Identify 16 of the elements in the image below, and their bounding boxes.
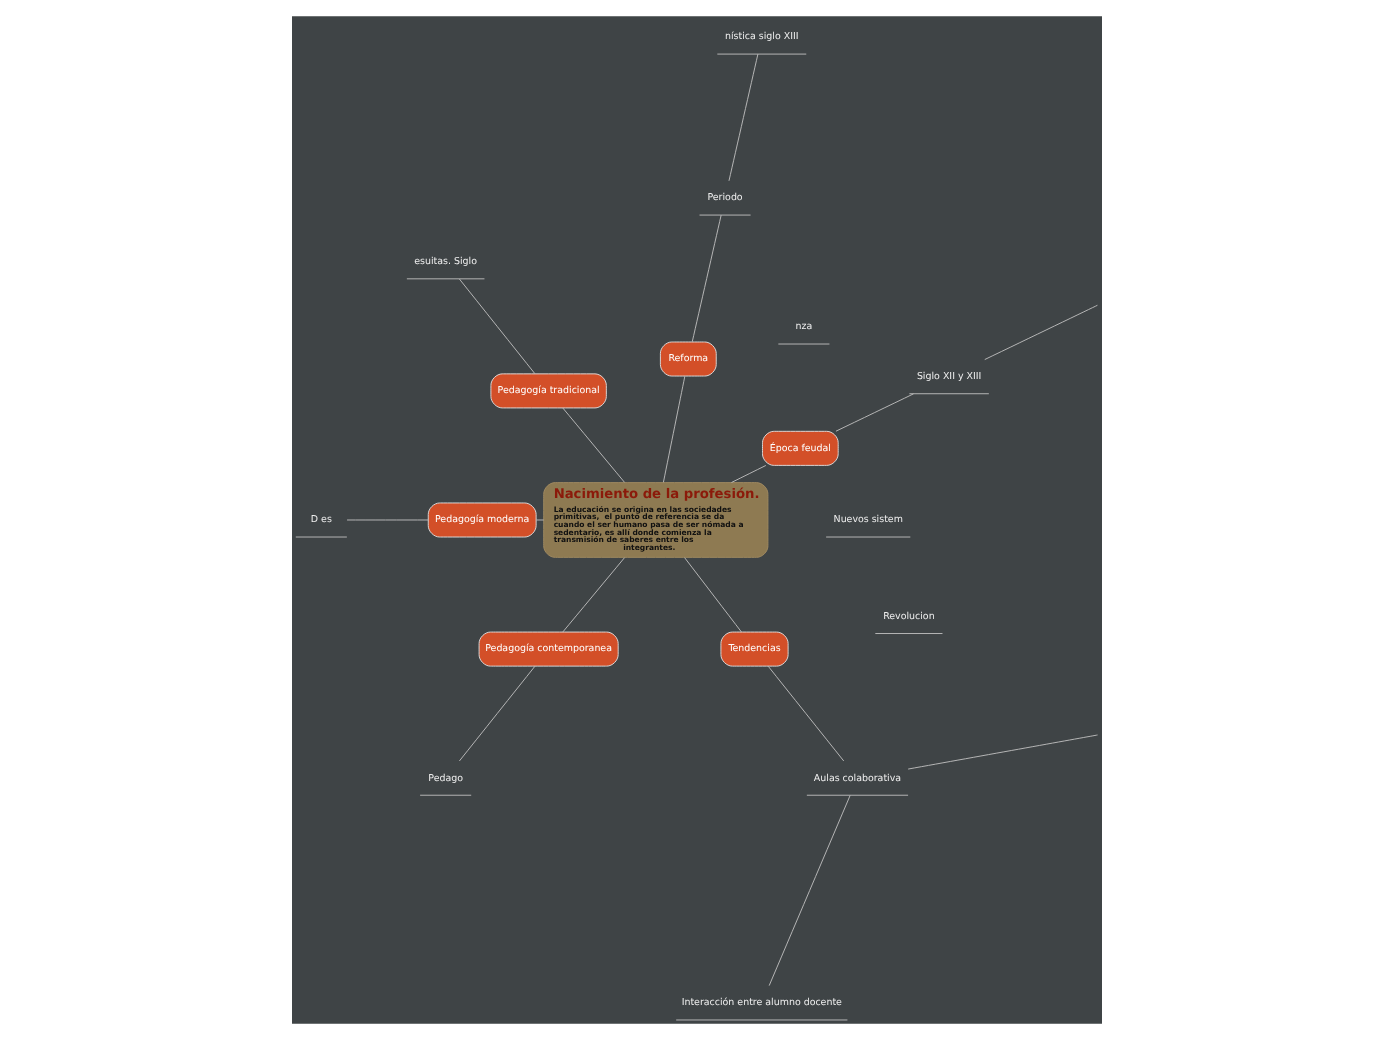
connector [345, 519, 428, 521]
connector [766, 665, 844, 762]
connector [534, 519, 544, 521]
connector [834, 393, 913, 432]
connector [767, 794, 850, 987]
connector [457, 278, 535, 375]
connector [906, 734, 1097, 770]
connector [983, 304, 1097, 361]
connector [690, 214, 721, 343]
connector [683, 557, 741, 633]
connector [561, 407, 624, 483]
connector [727, 53, 758, 182]
connector [457, 665, 535, 762]
connector [730, 465, 766, 483]
connector [661, 375, 685, 483]
connector [561, 557, 624, 633]
